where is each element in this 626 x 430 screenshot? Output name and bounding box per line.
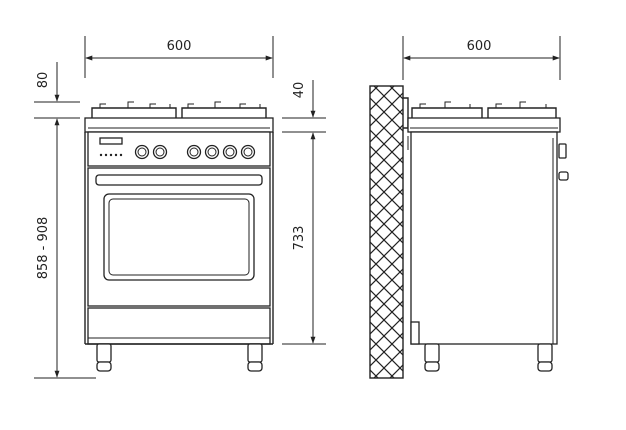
total-height-label: 858 - 908 bbox=[36, 217, 51, 280]
hob-height-label: 40 bbox=[292, 82, 307, 99]
front-width-label: 600 bbox=[167, 39, 192, 54]
side-depth-label: 600 bbox=[467, 39, 492, 54]
knob-2-icon bbox=[152, 144, 168, 160]
body-height-label: 733 bbox=[292, 226, 307, 251]
display-window bbox=[99, 137, 123, 145]
side-hob-grates bbox=[411, 101, 557, 118]
control-knobs bbox=[134, 144, 256, 160]
front-hob-top bbox=[84, 117, 274, 133]
front-hob-grates bbox=[91, 101, 267, 118]
side-handle-icon bbox=[558, 171, 569, 181]
storage-drawer bbox=[87, 307, 271, 345]
knob-3-icon bbox=[186, 144, 202, 160]
side-feet bbox=[424, 343, 553, 372]
knob-4-icon bbox=[204, 144, 220, 160]
knob-6-icon bbox=[240, 144, 256, 160]
crosshatch-wall-icon bbox=[369, 85, 404, 379]
oven-handle bbox=[95, 174, 263, 186]
top-clearance-label: 80 bbox=[36, 72, 51, 89]
knob-5-icon bbox=[222, 144, 238, 160]
side-body bbox=[410, 131, 558, 345]
front-feet bbox=[96, 343, 263, 372]
knob-1-icon bbox=[134, 144, 150, 160]
side-knob-icon bbox=[558, 143, 567, 159]
side-hob-top bbox=[407, 117, 561, 133]
oven-window bbox=[103, 193, 255, 281]
side-view: 600 bbox=[369, 36, 569, 379]
front-view: 600 bbox=[34, 36, 326, 379]
indicator-dots bbox=[99, 153, 123, 157]
